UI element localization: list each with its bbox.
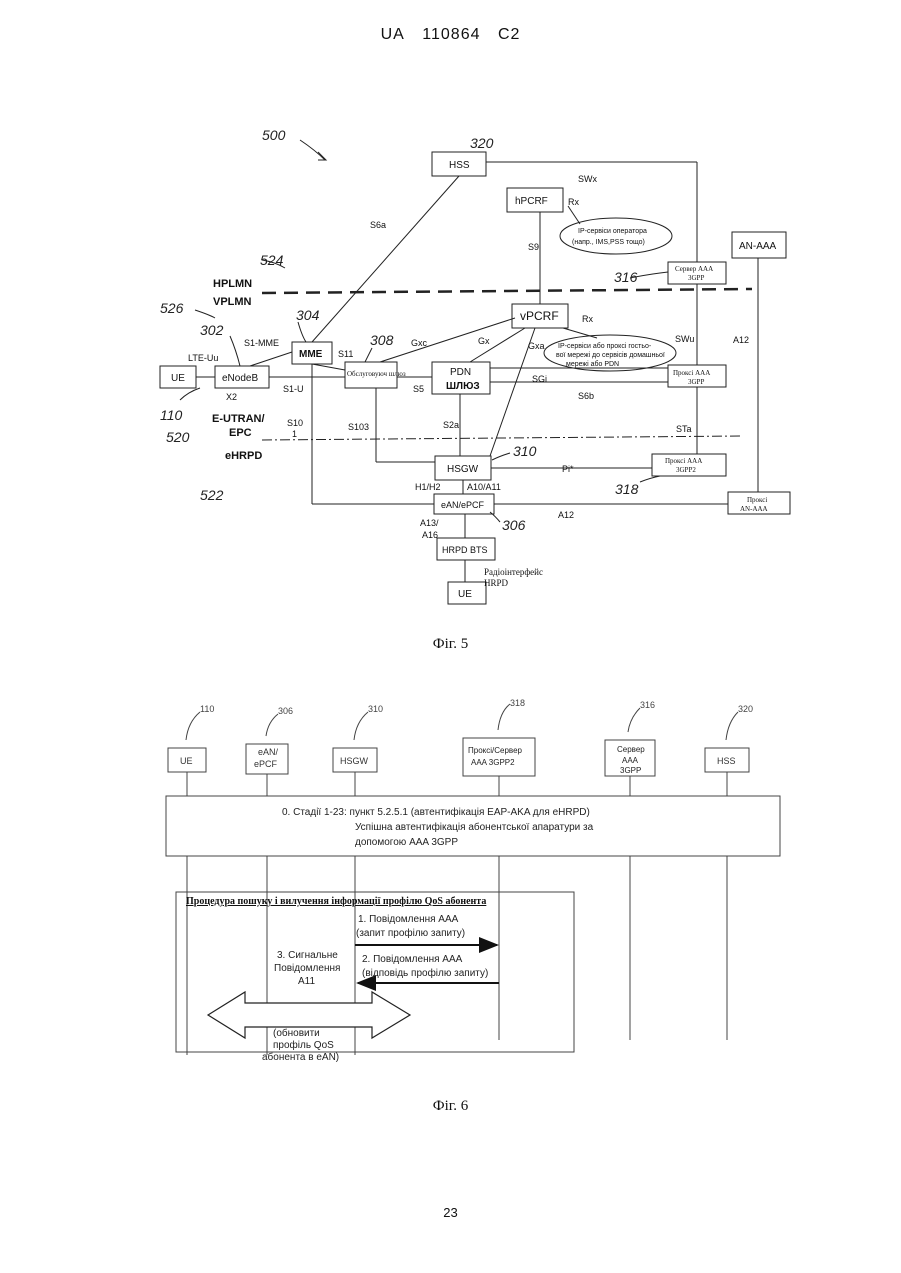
msg2-line-2: (відповідь профілю запиту) [362, 967, 488, 979]
lane-server-label-2: AAA [622, 756, 639, 765]
ref6-318: 318 [510, 698, 525, 708]
stage-line-2: Успішна автентифікація абонентської апар… [355, 821, 594, 833]
page-number: 23 [0, 1205, 901, 1220]
figure-6-diagram: UE eAN/ ePCF HSGW HSS Проксі/Сервер AAA … [0, 0, 901, 1100]
ref6-310: 310 [368, 704, 383, 714]
figure-6-caption: Фіг. 6 [0, 1098, 901, 1115]
lane-hss-label: HSS [717, 756, 736, 766]
lane-ean-label-2: ePCF [254, 759, 278, 769]
msg3-line-3: A11 [298, 976, 315, 987]
stage-line-3: допомогою AAA 3GPP [355, 837, 458, 848]
update-line-3: абонента в eAN) [262, 1051, 339, 1063]
msg1-line-2: (запит профілю запиту) [356, 927, 465, 939]
msg2-line-1: 2. Повідомлення AAA [362, 954, 463, 965]
ref6-306: 306 [278, 706, 293, 716]
lane-ue-label: UE [180, 756, 193, 766]
msg3-line-2: Повідомлення [274, 963, 340, 974]
update-line-2: профіль QoS [273, 1039, 334, 1051]
ref6-320: 320 [738, 704, 753, 714]
procedure-title: Процедура пошуку і вилучення інформації … [186, 896, 486, 907]
lane-hsgw-label: HSGW [340, 756, 369, 766]
lane-proxy-box [463, 738, 535, 776]
msg3-line-1: 3. Сигнальне [277, 950, 338, 961]
lane-server-label-1: Сервер [617, 745, 645, 754]
update-line-1: (обновити [273, 1027, 320, 1039]
lane-server-label-3: 3GPP [620, 766, 641, 775]
lane-ean-label-1: eAN/ [258, 747, 279, 757]
lane-proxy-label-1: Проксі/Сервер [468, 746, 523, 755]
stage-line-1: 0. Стадії 1-23: пункт 5.2.5.1 (автентифі… [282, 806, 590, 818]
ref6-110: 110 [200, 704, 214, 714]
msg1-line-1: 1. Повідомлення AAA [358, 914, 459, 925]
ref6-316: 316 [640, 700, 655, 710]
lane-proxy-label-2: AAA 3GPP2 [471, 758, 515, 767]
